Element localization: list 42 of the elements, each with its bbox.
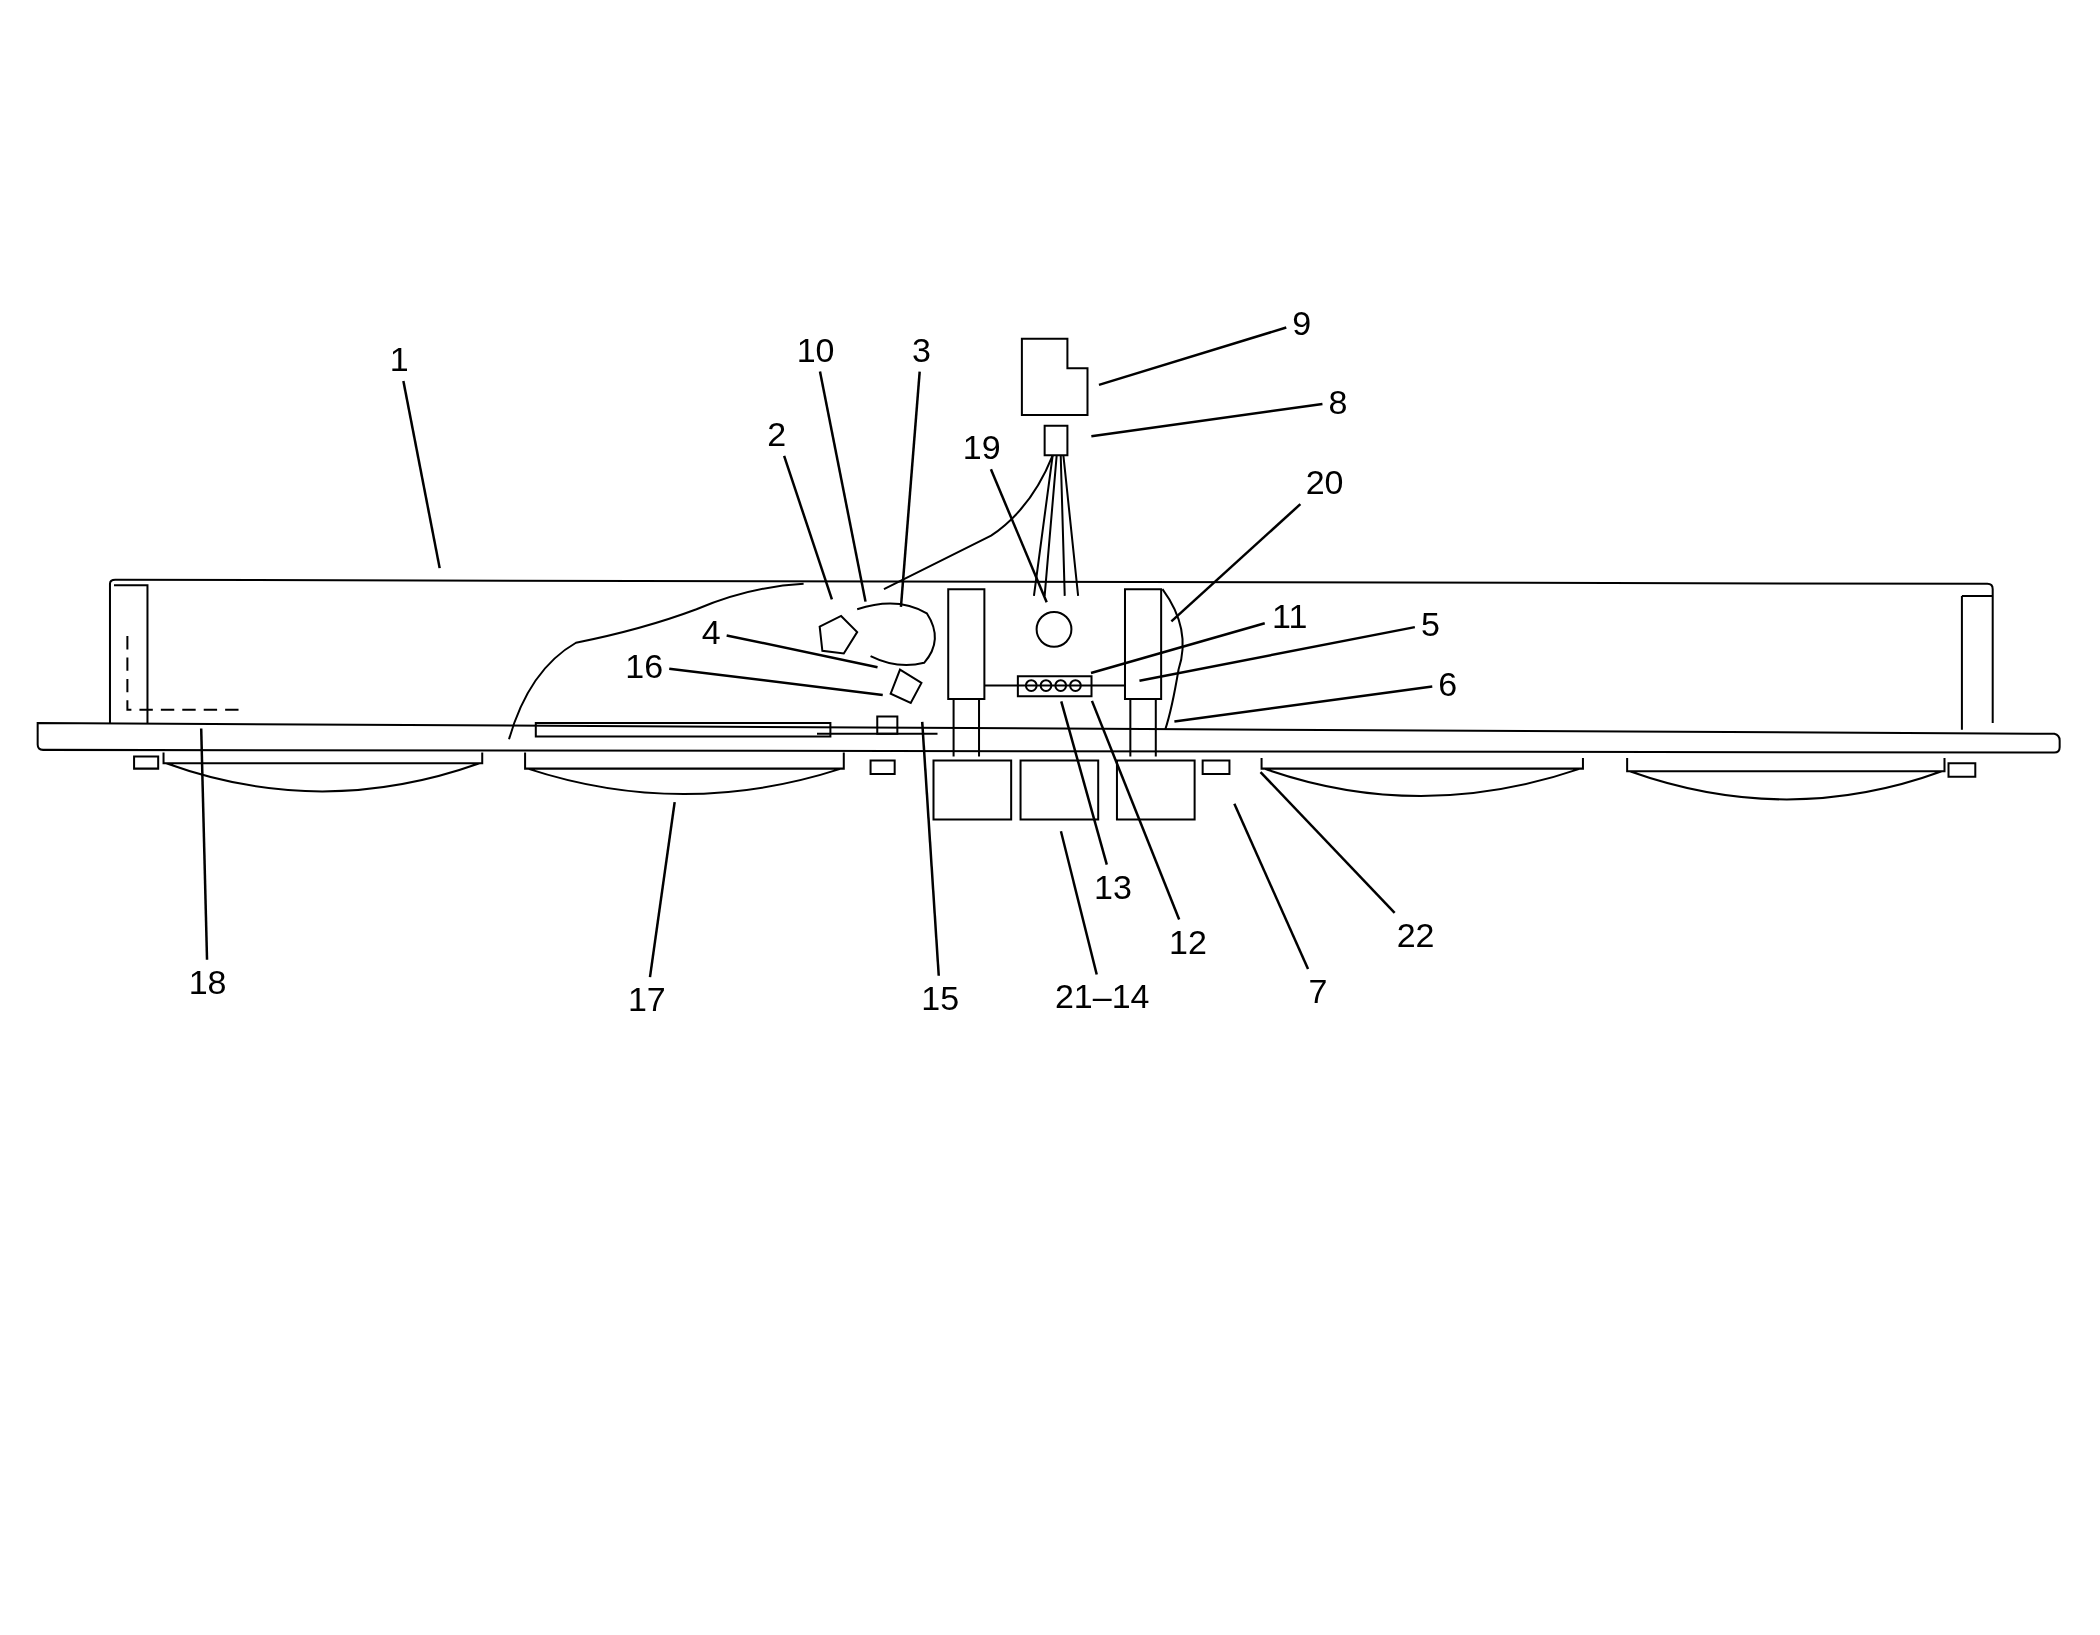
callout-number: 11 — [1268, 597, 1311, 636]
leader-line — [989, 468, 1048, 603]
leader-line — [818, 371, 867, 602]
leader-line — [1174, 685, 1433, 723]
callout-number: 9 — [1290, 303, 1314, 342]
callout-number: 13 — [1091, 867, 1134, 906]
leader-line — [648, 801, 676, 978]
leader-line — [1139, 625, 1416, 682]
callout-number: 21–14 — [1052, 977, 1152, 1016]
leader-line — [1060, 700, 1108, 865]
leader-line — [1059, 830, 1098, 975]
leader-line — [669, 667, 883, 697]
leader-line — [782, 455, 834, 600]
leader-line — [1098, 326, 1287, 387]
leader-line — [920, 721, 940, 976]
callout-number: 3 — [909, 330, 933, 369]
leader-line — [199, 728, 209, 960]
callout-number: 4 — [699, 613, 723, 652]
leader-line — [402, 380, 441, 569]
leader-line — [1090, 622, 1266, 675]
callout-number: 22 — [1394, 915, 1437, 954]
callout-number: 17 — [625, 980, 668, 1019]
callout-number: 18 — [186, 962, 229, 1001]
callout-number: 15 — [919, 978, 962, 1017]
callout-number: 20 — [1303, 463, 1346, 502]
leader-line — [1090, 700, 1181, 920]
callout-number: 19 — [960, 428, 1003, 467]
leader-line — [1233, 803, 1310, 970]
callout-number: 8 — [1326, 382, 1350, 421]
callout-number: 7 — [1306, 972, 1330, 1011]
callout-number: 2 — [765, 414, 789, 453]
callout-number: 10 — [794, 330, 837, 369]
callout-number: 6 — [1436, 665, 1460, 704]
leader-line — [1091, 402, 1323, 438]
leader-line — [899, 371, 921, 607]
callout-number: 16 — [623, 646, 666, 685]
callout-number: 5 — [1418, 605, 1442, 644]
leader-line — [1259, 771, 1396, 914]
callout-number: 12 — [1166, 922, 1209, 961]
callout-number: 1 — [387, 339, 411, 378]
leader-line — [1170, 503, 1302, 623]
leader-line — [726, 634, 878, 669]
